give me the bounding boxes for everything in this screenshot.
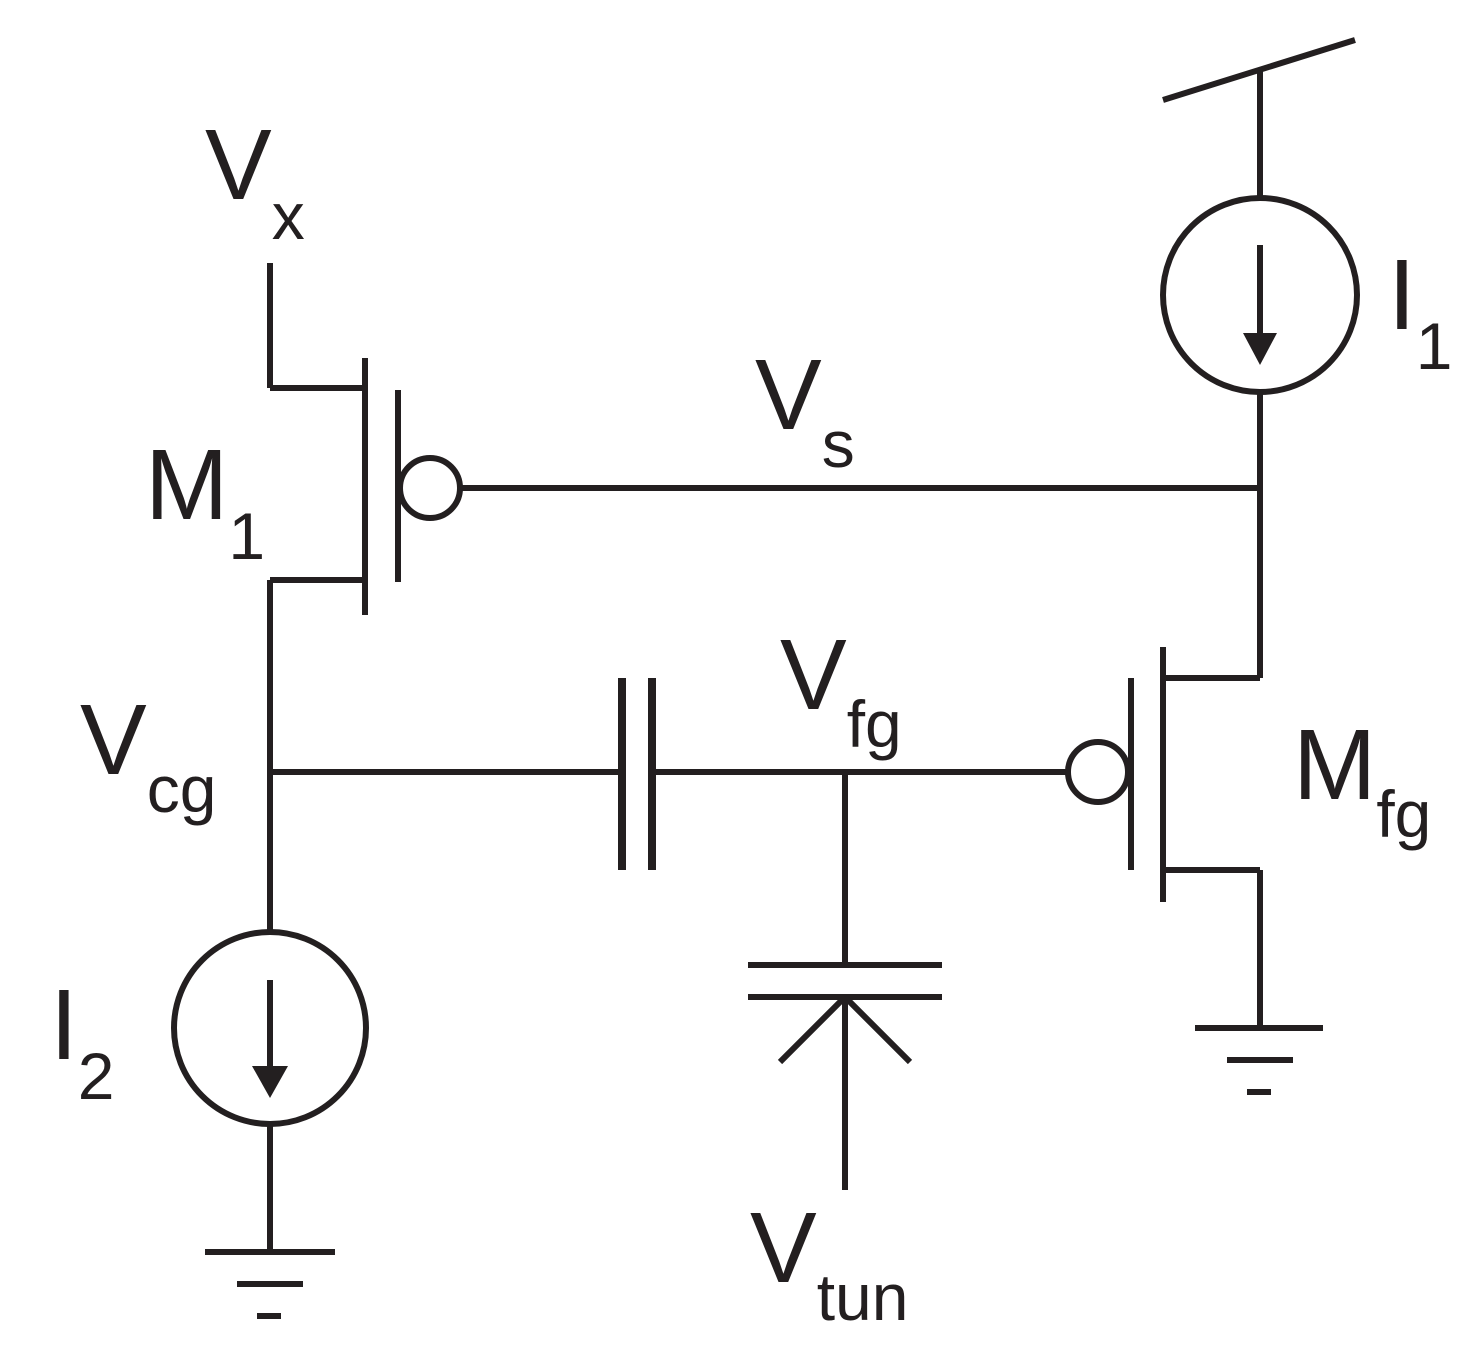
label-i2: I2: [50, 975, 115, 1109]
label-vs: Vs: [755, 345, 855, 477]
label-vfg-sub: fg: [846, 687, 902, 761]
ground-right-icon: [1195, 1025, 1323, 1095]
label-vtun: Vtun: [750, 1198, 908, 1330]
ground-left-icon: [205, 1249, 335, 1319]
label-vx-main: V: [205, 109, 272, 221]
label-vx-sub: x: [271, 179, 305, 253]
label-i1: I1: [1388, 245, 1453, 379]
label-vfg: Vfg: [780, 625, 902, 757]
label-i2-sub: 2: [77, 1039, 115, 1113]
m1-gate-bubble: [397, 455, 463, 521]
label-i2-main: I: [50, 969, 78, 1081]
label-vx: Vx: [205, 115, 305, 249]
i2-arrow-icon: [252, 1066, 288, 1098]
label-vcg-main: V: [80, 684, 147, 796]
label-vcg: Vcg: [80, 690, 216, 822]
label-vs-sub: s: [821, 407, 855, 481]
label-m1-main: M: [145, 429, 229, 541]
i1-arrow-icon: [1243, 333, 1277, 365]
label-mfg: Mfg: [1293, 715, 1431, 847]
label-m1: M1: [145, 435, 265, 569]
label-vtun-main: V: [750, 1192, 817, 1304]
current-source-i2: [171, 929, 369, 1127]
label-mfg-main: M: [1293, 709, 1377, 821]
transistor-mfg: [1065, 647, 1260, 902]
mfg-gate-bubble: [1065, 739, 1131, 805]
label-mfg-sub: fg: [1376, 777, 1432, 851]
transistor-m1: [270, 358, 463, 615]
label-vs-main: V: [755, 339, 822, 451]
label-vtun-sub: tun: [816, 1260, 909, 1334]
current-source-i1: [1160, 195, 1360, 395]
label-i1-sub: 1: [1415, 309, 1453, 383]
label-vcg-sub: cg: [146, 752, 217, 826]
label-vfg-main: V: [780, 619, 847, 731]
label-i1-main: I: [1388, 239, 1416, 351]
label-m1-sub: 1: [228, 499, 266, 573]
coupling-capacitor: [618, 678, 656, 870]
